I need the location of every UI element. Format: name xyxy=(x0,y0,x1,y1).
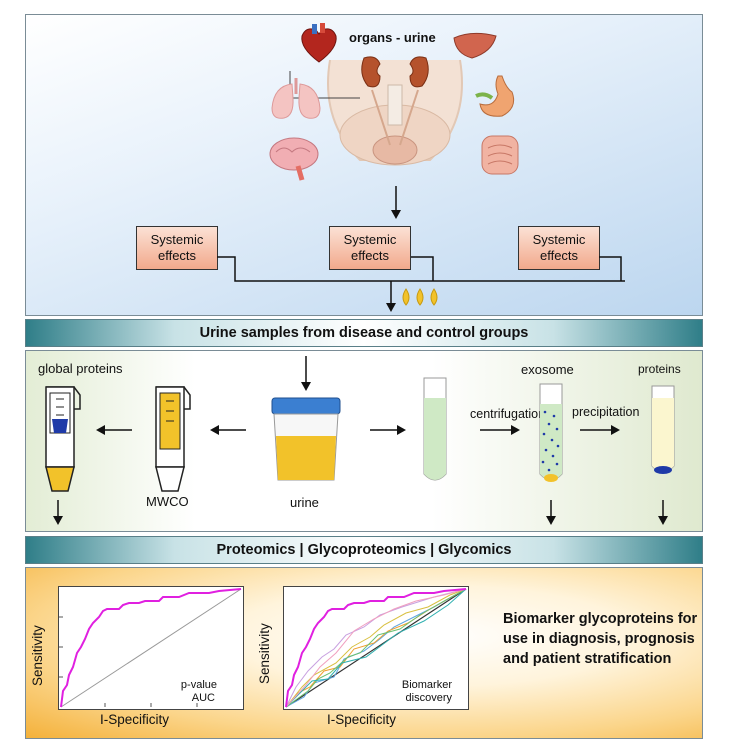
urine-cup-icon xyxy=(271,397,341,481)
organs-title: organs - urine xyxy=(349,30,436,45)
roc-curve-series-green xyxy=(285,588,467,708)
plot1-note-auc: AUC xyxy=(191,692,215,704)
exosome-tube-icon xyxy=(539,383,563,482)
roc-curve-series-teal xyxy=(285,588,467,708)
proteins-label: proteins xyxy=(638,362,681,376)
process-panel xyxy=(25,350,703,532)
arrow-left-1 xyxy=(96,425,132,435)
exosome-label: exosome xyxy=(521,362,574,377)
plot2-xlabel: I-Specificity xyxy=(327,712,397,727)
plot2-note-biomarker: Biomarker xyxy=(401,679,452,691)
omics-banner: Proteomics | Glycoproteomics | Glycomics xyxy=(25,536,703,564)
plot2-ylabel: Sensitivity xyxy=(257,623,272,684)
arrow-right-2 xyxy=(480,425,520,435)
lungs-icon xyxy=(271,78,321,119)
kidneys-icon xyxy=(361,56,429,88)
systemic-box-center: Systemic effects xyxy=(329,226,411,270)
urine-samples-banner: Urine samples from disease and control g… xyxy=(25,319,703,347)
proteins-tube-icon xyxy=(651,385,675,474)
global-proteins-label: global proteins xyxy=(38,361,123,376)
stomach-icon xyxy=(475,75,515,117)
intestine-icon xyxy=(481,135,519,175)
plot1-ylabel: Sensitivity xyxy=(30,625,45,686)
roc-curve-1 xyxy=(60,588,242,708)
sample-tube-icon xyxy=(423,377,447,481)
heart-icon xyxy=(301,23,337,63)
roc-curve-series-pink xyxy=(285,588,467,708)
arrow-down-exosome xyxy=(546,500,556,525)
precipitation-label: precipitation xyxy=(572,405,640,419)
systemic-connector xyxy=(217,256,625,312)
plot1-note-pvalue: p-value xyxy=(180,679,217,691)
roc-curve-series-gold xyxy=(285,588,467,708)
plot2-note-discovery: discovery xyxy=(405,692,452,704)
roc-curve-series-lilac xyxy=(285,588,467,708)
arrow-right-1 xyxy=(370,425,406,435)
mwco-label: MWCO xyxy=(146,494,189,509)
arrow-down-proteins xyxy=(658,500,668,525)
biomarker-text: Biomarker glycoproteins for use in diagn… xyxy=(503,611,698,667)
pelvis-icon xyxy=(327,59,463,166)
arrow-right-3 xyxy=(580,425,620,435)
plot1-xlabel: I-Specificity xyxy=(100,712,170,727)
flow-arrow-down-1 xyxy=(391,186,401,219)
filter-tube-global xyxy=(45,386,81,492)
arrow-left-2 xyxy=(210,425,246,435)
urine-label: urine xyxy=(290,495,319,510)
roc-plot-2: Biomarker discovery xyxy=(283,586,469,710)
centrifugation-label: centrifugation xyxy=(470,407,546,421)
brain-icon xyxy=(269,137,319,181)
urine-drops-icon xyxy=(402,288,438,306)
arrow-down-urine xyxy=(301,356,311,391)
roc-plot-1: p-value AUC xyxy=(58,586,244,710)
filter-tube-mwco xyxy=(155,386,191,492)
arrow-down-global xyxy=(53,500,63,525)
liver-icon xyxy=(453,32,497,59)
systemic-box-right: Systemic effects xyxy=(518,226,600,270)
systemic-box-left: Systemic effects xyxy=(136,226,218,270)
roc-curve-main-2 xyxy=(285,588,467,708)
